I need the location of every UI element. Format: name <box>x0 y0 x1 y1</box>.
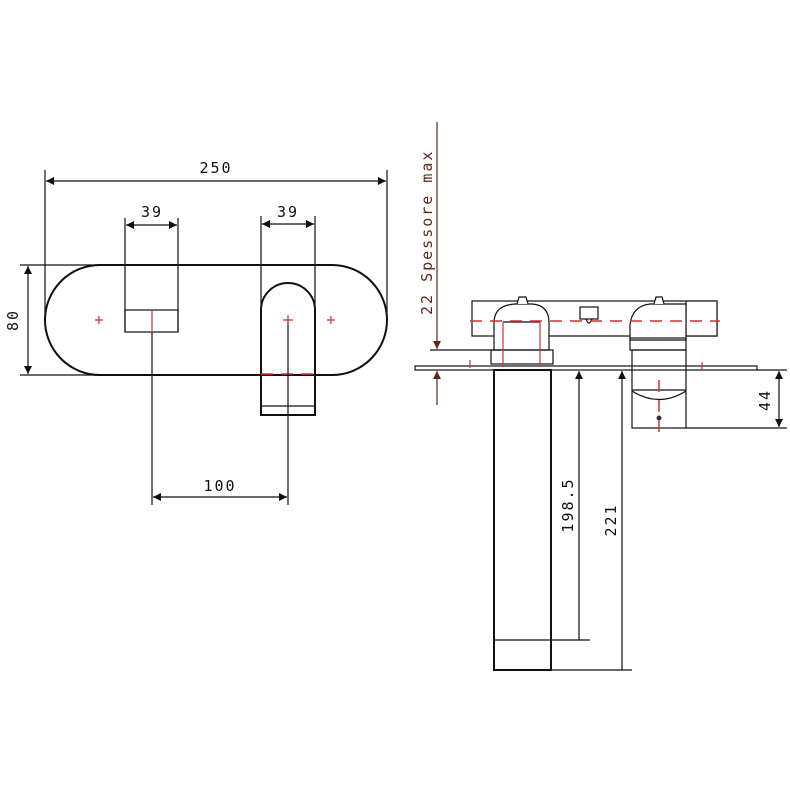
dimension-spout-width: 39 <box>260 203 316 310</box>
dimension-height-label: 80 <box>4 309 22 331</box>
dimension-center-distance-label: 100 <box>203 477 236 495</box>
dimension-thickness-label: 22 Spessore max <box>418 150 436 315</box>
center-marks <box>95 315 335 325</box>
dimension-handle-width-label: 39 <box>141 203 163 221</box>
right-valve <box>629 303 687 341</box>
side-view: 22 Spessore max <box>414 122 787 671</box>
spout <box>260 282 316 416</box>
dimension-total-depth: 221 <box>551 371 632 671</box>
dimension-height: 80 <box>4 264 100 376</box>
spout-side <box>493 369 552 671</box>
left-valve <box>493 303 550 351</box>
dimension-width-label: 250 <box>199 159 232 177</box>
dimension-total-depth-label: 221 <box>602 503 620 536</box>
wall-plate-side <box>414 365 758 371</box>
dimension-width: 250 <box>44 159 388 320</box>
dimension-handle-depth-label: 44 <box>756 389 774 411</box>
dimension-center-distance: 100 <box>153 477 287 501</box>
dimension-thickness: 22 Spessore max <box>418 122 500 405</box>
dimension-spout-width-label: 39 <box>277 203 299 221</box>
front-view: 250 39 39 80 <box>4 159 388 505</box>
dimension-handle-depth: 44 <box>686 369 787 429</box>
dimension-spout-depth-label: 198.5 <box>559 477 577 532</box>
dimension-spout-depth: 198.5 <box>551 371 590 641</box>
